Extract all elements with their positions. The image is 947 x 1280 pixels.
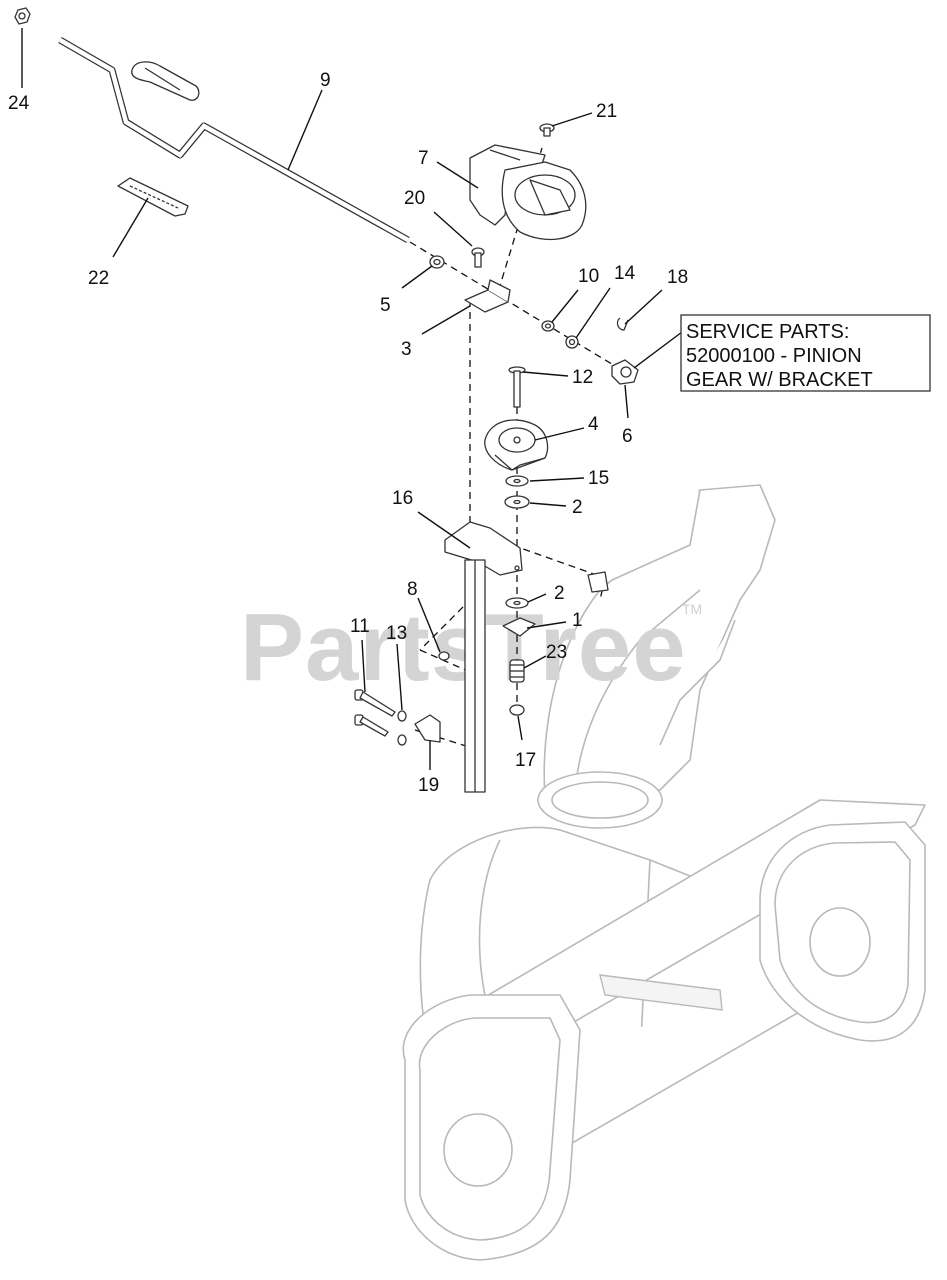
- watermark: PartsTree: [240, 594, 687, 701]
- callout-12: 12: [572, 367, 593, 388]
- part-10-washer: [541, 320, 555, 332]
- callout-22: 22: [88, 268, 109, 289]
- part-1-tab-plate: [502, 617, 536, 637]
- callout-labels: 24 9 21 7 20 22 10 14 18 5 3 12 6 4 15 2…: [8, 70, 688, 796]
- part-15-washer: [505, 475, 529, 487]
- part-grip-handle: [131, 61, 200, 101]
- part-3-bracket: [464, 279, 511, 313]
- callout-21: 21: [596, 101, 617, 122]
- part-17-nut: [509, 704, 525, 716]
- callout-4: 4: [588, 414, 599, 435]
- callout-18: 18: [667, 267, 688, 288]
- part-20-bolt: [471, 247, 485, 268]
- part-6-pinion-gear: [611, 359, 639, 385]
- part-23-spring: [509, 659, 525, 683]
- service-parts-line1: SERVICE PARTS:: [686, 321, 849, 343]
- callout-2-lower: 2: [554, 583, 565, 604]
- part-4-gear: [484, 419, 549, 471]
- part-11-bolts: [354, 689, 396, 737]
- auger-housing-background: [402, 484, 926, 1261]
- callout-16: 16: [392, 488, 413, 509]
- part-2-washer-lower: [505, 597, 529, 609]
- service-parts-box: SERVICE PARTS: 52000100 - PINION GEAR W/…: [680, 314, 931, 392]
- callout-24: 24: [8, 93, 30, 114]
- service-parts-line3: GEAR W/ BRACKET: [686, 369, 873, 391]
- callout-15: 15: [588, 468, 609, 489]
- callout-19: 19: [418, 775, 439, 796]
- callout-23: 23: [546, 642, 567, 663]
- callout-8: 8: [407, 579, 418, 600]
- callout-6: 6: [622, 426, 633, 447]
- callout-9: 9: [320, 70, 331, 91]
- callout-20: 20: [404, 188, 425, 209]
- part-14-washer: [565, 335, 579, 349]
- part-16-mount-bracket: [444, 521, 609, 793]
- part-13-washers: [397, 710, 407, 746]
- callout-3: 3: [401, 339, 412, 360]
- part-21-screw: [539, 123, 555, 137]
- part-24-nut: [14, 7, 31, 25]
- part-2-washer-upper: [504, 495, 530, 509]
- part-22-handle-clip: [117, 177, 189, 217]
- callout-11: 11: [350, 616, 370, 637]
- callout-1: 1: [572, 610, 583, 631]
- watermark-trademark: TM: [682, 601, 702, 617]
- part-12-pin: [508, 366, 526, 408]
- callout-2-upper: 2: [572, 497, 583, 518]
- callout-10: 10: [578, 266, 599, 287]
- callout-14: 14: [614, 263, 636, 284]
- part-18-clip: [616, 317, 629, 331]
- part-8-washer: [438, 651, 450, 661]
- part-9-control-rod: [58, 36, 410, 244]
- part-7-chute-cap: [469, 144, 587, 241]
- callout-13: 13: [386, 623, 407, 644]
- callout-5: 5: [380, 295, 391, 316]
- callout-7: 7: [418, 148, 429, 169]
- part-5-bushing: [429, 255, 445, 269]
- leader-lines: [21, 28, 683, 770]
- service-parts-line2: 52000100 - PINION: [686, 345, 862, 367]
- callout-17: 17: [515, 750, 536, 771]
- part-19-bracket: [414, 714, 441, 743]
